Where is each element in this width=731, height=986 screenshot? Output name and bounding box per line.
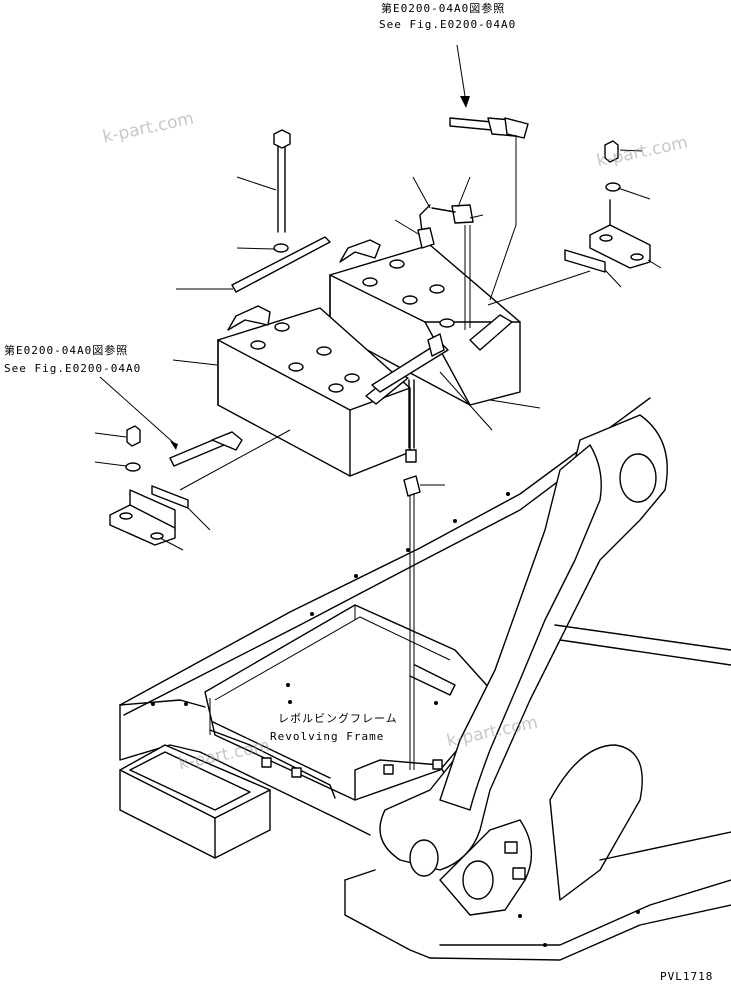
battery-cables	[169, 117, 529, 491]
leader-lines	[94, 44, 662, 551]
hold-down-parts	[231, 129, 471, 770]
mounting-brackets	[109, 140, 651, 546]
battery-rear	[329, 239, 521, 406]
revolving-frame	[119, 397, 731, 961]
drawing-number: PVL1718	[660, 970, 714, 983]
left-reference-jp: 第E0200-04A0図参照	[4, 344, 129, 357]
battery-front	[217, 305, 411, 477]
left-reference-en: See Fig.E0200-04A0	[4, 362, 142, 375]
frame-label-jp: レボルビングフレーム	[278, 712, 398, 725]
top-reference-jp: 第E0200-04A0図参照	[381, 2, 506, 15]
top-reference-en: See Fig.E0200-04A0	[379, 18, 517, 31]
frame-label-en: Revolving Frame	[270, 730, 385, 743]
